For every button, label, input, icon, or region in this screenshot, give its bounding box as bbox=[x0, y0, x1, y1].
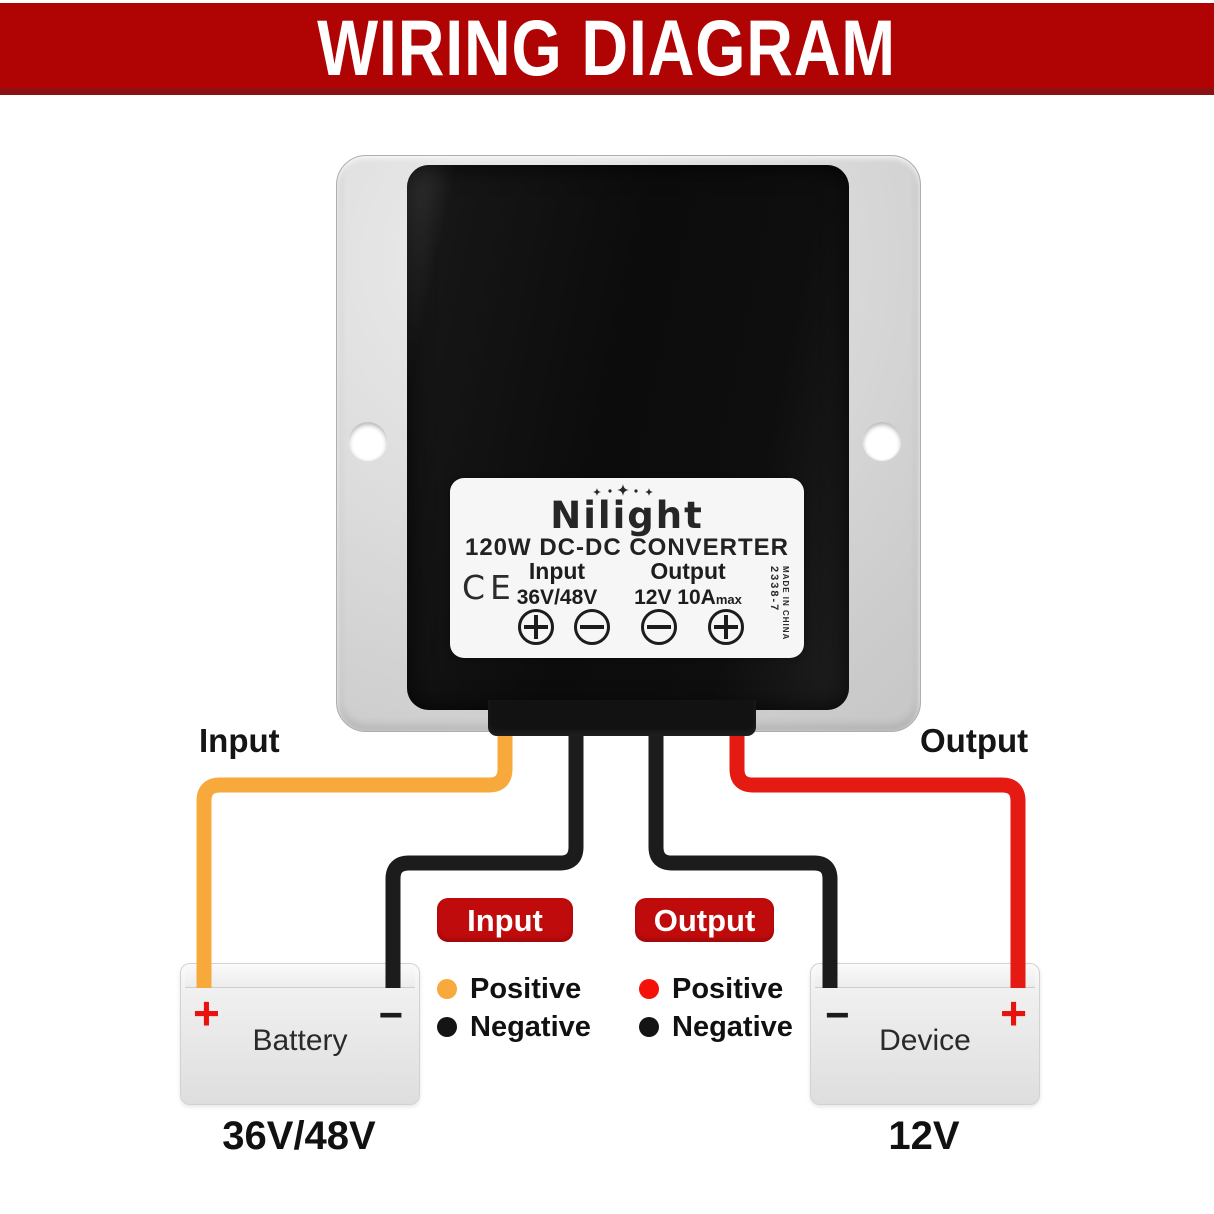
positive-dot-icon bbox=[639, 979, 659, 999]
input-wire-label: Input bbox=[199, 722, 280, 759]
legend-item-label: Negative bbox=[470, 1010, 591, 1043]
legend-item: Negative bbox=[639, 1011, 829, 1043]
legend-item: Positive bbox=[639, 973, 829, 1005]
screw-terminal-minus-icon bbox=[641, 609, 677, 645]
output-spec-label: Output bbox=[650, 558, 726, 584]
output-max-suffix: max bbox=[715, 592, 742, 607]
output-positive-wire bbox=[729, 720, 1026, 988]
header-banner: WIRING DIAGRAM bbox=[0, 3, 1214, 95]
input-legend-badge-label: Input bbox=[467, 902, 543, 938]
brand-row: Nilight bbox=[450, 484, 804, 534]
input-negative-wire bbox=[385, 720, 584, 988]
origin-text: MADE IN CHINA bbox=[781, 566, 790, 641]
input-legend-list: Positive Negative bbox=[437, 973, 627, 1049]
converter-spec-label: Nilight 120W DC-DC CONVERTER CE Input 36… bbox=[450, 478, 804, 658]
legend-item: Positive bbox=[437, 973, 627, 1005]
negative-dot-icon bbox=[639, 1017, 659, 1037]
model-code: 2338-7 bbox=[768, 566, 780, 613]
sparkle-icon bbox=[593, 484, 653, 496]
device-label: Device bbox=[879, 1024, 971, 1057]
legend-item-label: Negative bbox=[672, 1010, 793, 1043]
input-spec-column: Input 36V/48V bbox=[497, 558, 617, 610]
output-legend-list: Positive Negative bbox=[639, 973, 829, 1049]
negative-dot-icon bbox=[437, 1017, 457, 1037]
page-title: WIRING DIAGRAM bbox=[317, 4, 897, 93]
legend-item-label: Positive bbox=[672, 972, 784, 1005]
legend-item: Negative bbox=[437, 1011, 627, 1043]
mounting-hole-right bbox=[863, 422, 901, 460]
battery-voltage-label: 36V/48V bbox=[222, 1114, 376, 1158]
ce-mark-icon: CE bbox=[462, 568, 516, 607]
input-positive-wire bbox=[196, 720, 513, 988]
screw-terminal-plus-icon bbox=[708, 609, 744, 645]
device-box: − + Device bbox=[810, 963, 1040, 1105]
battery-box: + − Battery bbox=[180, 963, 420, 1105]
input-spec-label: Input bbox=[528, 558, 586, 584]
screw-terminal-plus-icon bbox=[518, 609, 554, 645]
mounting-hole-left bbox=[349, 422, 387, 460]
input-spec-value: 36V/48V bbox=[516, 586, 598, 609]
output-wire-label: Output bbox=[920, 722, 1029, 759]
output-spec-value: 12V 10Amax bbox=[634, 586, 742, 609]
battery-label: Battery bbox=[252, 1024, 348, 1057]
device-positive-terminal-symbol: + bbox=[1000, 987, 1027, 1039]
output-negative-wire bbox=[648, 720, 838, 988]
side-codes: 2338-7 MADE IN CHINA bbox=[766, 566, 790, 640]
input-legend-badge: Input bbox=[437, 898, 573, 942]
device-negative-terminal-symbol: − bbox=[825, 991, 850, 1038]
brand-logo-text: Nilight bbox=[550, 494, 704, 537]
battery-negative-terminal-symbol: − bbox=[378, 991, 403, 1038]
product-title: 120W DC-DC CONVERTER bbox=[464, 534, 790, 561]
device-voltage-label: 12V bbox=[888, 1114, 960, 1158]
screw-terminal-minus-icon bbox=[574, 609, 610, 645]
output-legend-badge-label: Output bbox=[653, 902, 756, 938]
legend-item-label: Positive bbox=[470, 972, 582, 1005]
banner-accent-strip bbox=[0, 88, 1214, 95]
battery-positive-terminal-symbol: + bbox=[193, 987, 220, 1039]
positive-dot-icon bbox=[437, 979, 457, 999]
output-spec-column: Output 12V 10Amax bbox=[628, 558, 748, 612]
output-legend-badge: Output bbox=[635, 898, 774, 942]
converter-wire-connector bbox=[488, 700, 756, 736]
